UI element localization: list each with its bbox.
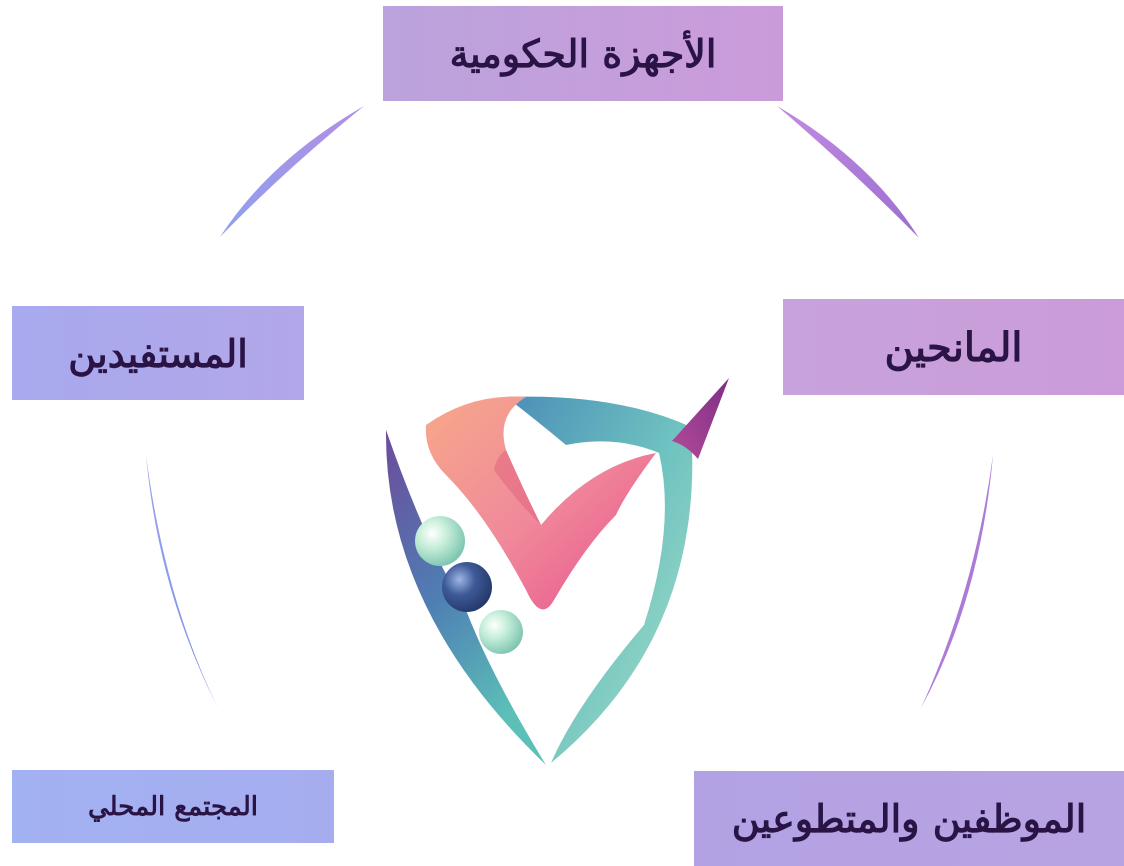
node-local-community: المجتمع المحلي (12, 770, 334, 843)
mint-dot-bottom (479, 610, 523, 654)
node-grantors-label: المانحين (884, 323, 1023, 371)
arc-beneficiaries-community (146, 455, 218, 708)
shield-check-logo-icon (385, 378, 729, 765)
node-beneficiaries: المستفيدين (12, 306, 304, 400)
check-tip (672, 378, 729, 459)
node-staff-volunteers: الموظفين والمتطوعين (694, 771, 1124, 866)
arc-grantors-staff (921, 455, 993, 708)
shield-right-band (506, 396, 693, 763)
mint-dot-top (415, 516, 465, 566)
node-community-label: المجتمع المحلي (88, 791, 258, 822)
navy-dot-middle (442, 562, 492, 612)
node-staff-label: الموظفين والمتطوعين (731, 796, 1087, 841)
node-beneficiaries-label: المستفيدين (68, 330, 248, 376)
node-grantors: المانحين (783, 299, 1124, 395)
node-government-label: الأجهزة الحكومية (449, 31, 717, 76)
arc-gov-beneficiaries (220, 106, 364, 237)
check-mark-shape (425, 396, 656, 610)
arc-gov-grantors (777, 106, 919, 238)
node-government-agencies: الأجهزة الحكومية (383, 6, 783, 101)
check-fold-shadow (494, 450, 541, 525)
